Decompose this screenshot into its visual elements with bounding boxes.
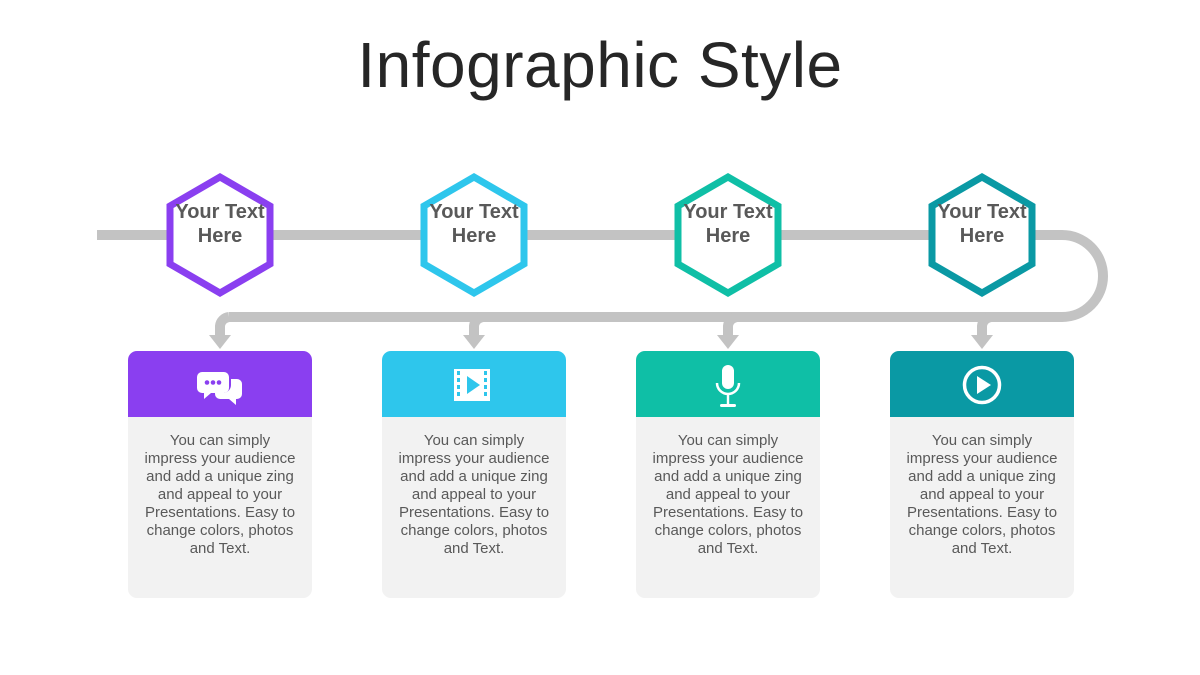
card-description-step-4: You can simply impress your audience and… — [906, 432, 1058, 557]
arrow-down-icon — [209, 335, 231, 349]
arrow-down-icon — [971, 335, 993, 349]
arrow-heads — [209, 335, 993, 349]
play-circle-icon — [962, 365, 1002, 405]
card-description-step-3: You can simply impress your audience and… — [652, 432, 804, 557]
arrow-down-icon — [463, 335, 485, 349]
video-film-icon — [454, 369, 490, 401]
card-body-step-4: You can simply impress your audience and… — [890, 417, 1074, 598]
card-body-step-3: You can simply impress your audience and… — [636, 417, 820, 598]
hexagon-step-3 — [674, 172, 782, 298]
timeline-connector — [97, 230, 1108, 336]
microphone-icon — [715, 365, 741, 407]
card-description-step-1: You can simply impress your audience and… — [144, 432, 296, 557]
hexagon-label-step-1: Your Text Here — [175, 201, 265, 247]
chat-bubbles-icon — [197, 372, 242, 405]
hexagon-label-step-4: Your Text Here — [937, 201, 1027, 247]
arrow-down-icon — [717, 335, 739, 349]
card-header-step-2 — [382, 351, 566, 417]
card-description-step-2: You can simply impress your audience and… — [398, 432, 550, 557]
hexagon-step-1 — [166, 172, 274, 298]
card-body-step-1: You can simply impress your audience and… — [128, 417, 312, 598]
page-title: Infographic Style — [357, 29, 843, 101]
card-header-step-3 — [636, 351, 820, 417]
card-header-step-4 — [890, 351, 1074, 417]
hexagon-label-step-2: Your Text Here — [429, 201, 519, 247]
hexagon-label-step-3: Your Text Here — [683, 201, 773, 247]
card-body-step-2: You can simply impress your audience and… — [382, 417, 566, 598]
hexagon-step-4 — [928, 172, 1036, 298]
hexagon-step-2 — [420, 172, 528, 298]
card-header-step-1 — [128, 351, 312, 417]
